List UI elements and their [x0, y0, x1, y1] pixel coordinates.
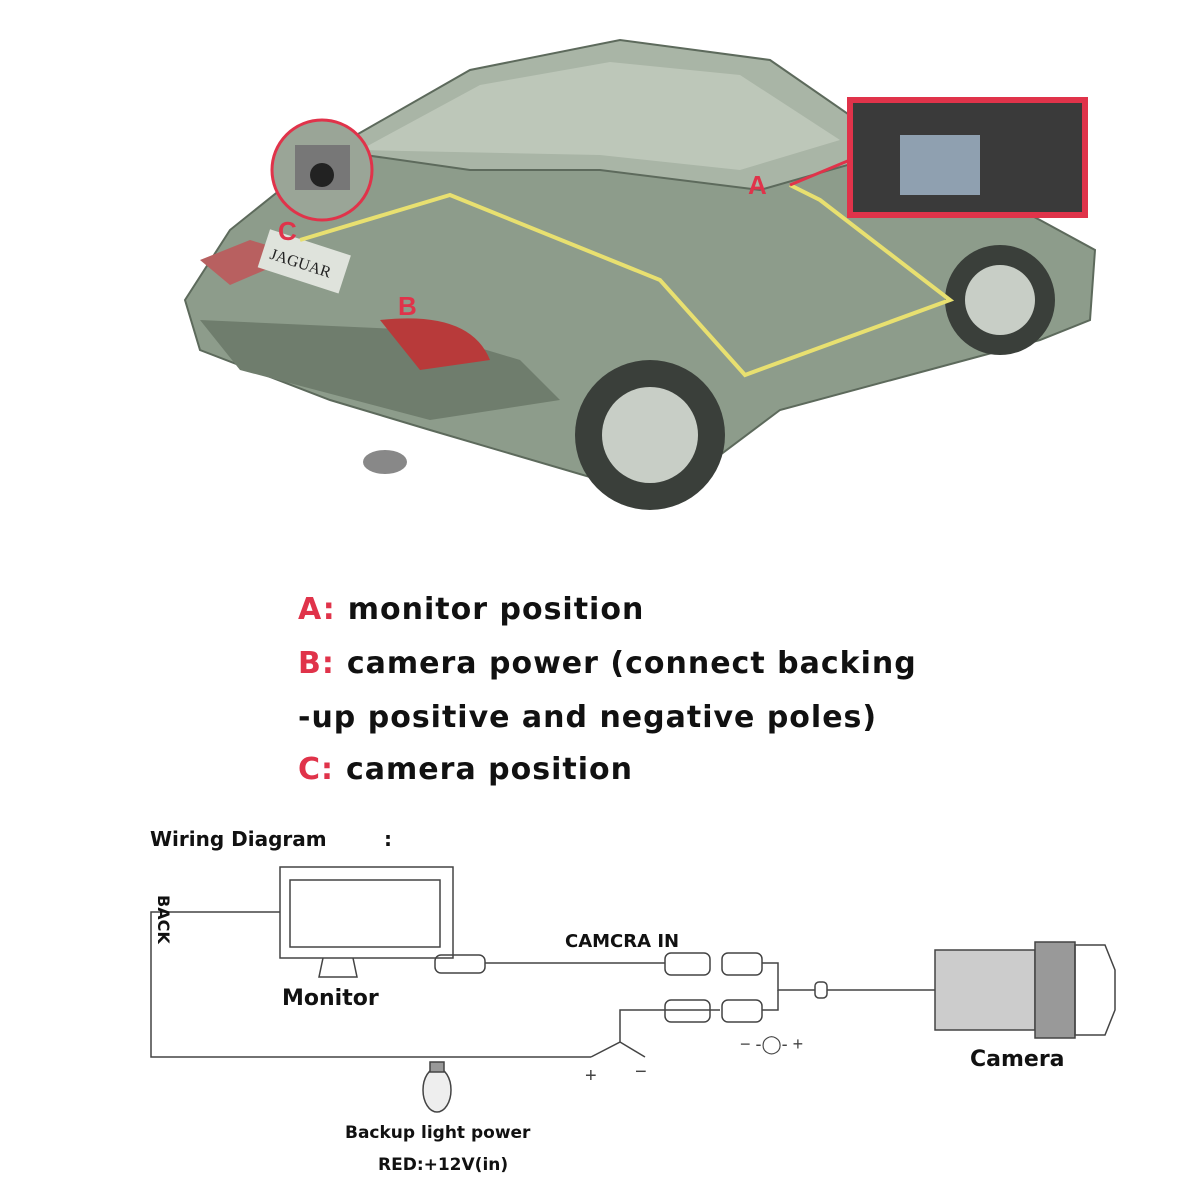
legend-key: B:: [298, 646, 335, 681]
camera-label: Camera: [970, 1047, 1065, 1072]
legend-item-b-cont: -up positive and negative poles): [298, 700, 877, 735]
marker-b: B: [398, 291, 417, 321]
backup-light-label: Backup light power: [345, 1123, 531, 1143]
legend-item-c: C: camera position: [298, 752, 633, 787]
camcra-in-label: CAMCRA IN: [565, 931, 679, 952]
monitor-label: Monitor: [282, 986, 379, 1011]
red-wire-label: RED:+12V(in): [378, 1155, 508, 1175]
marker-c: C: [278, 216, 297, 246]
legend-item-a: A: monitor position: [298, 592, 644, 627]
rca-connector: [664, 952, 711, 976]
legend-text: monitor position: [347, 592, 645, 627]
legend-text: camera position: [346, 752, 633, 787]
title-colon: :: [384, 827, 392, 851]
legend-key: A:: [298, 592, 336, 627]
legend-text: camera power (connect backing: [346, 646, 917, 681]
camera-icon: [934, 949, 1036, 1031]
dc-polarity-symbol: − -◯- +: [740, 1034, 803, 1055]
back-label: BACK: [154, 895, 173, 944]
bulb-icon: [422, 1061, 452, 1113]
back-wire: [150, 911, 591, 1058]
plus-sign: +: [585, 1065, 597, 1087]
legend-key: C:: [298, 752, 335, 787]
marker-a: A: [748, 170, 767, 200]
rca-plug: [434, 954, 486, 974]
wire-route: [299, 183, 955, 378]
legend-item-b: B: camera power (connect backing: [298, 646, 917, 681]
legend-text: -up positive and negative poles): [298, 700, 878, 735]
head-unit-callout: [789, 97, 1088, 218]
wiring-title: Wiring Diagram: [150, 827, 327, 851]
car-illustration: JAGUAR A B C: [183, 38, 1097, 510]
minus-sign: −: [635, 1061, 647, 1083]
wiring-diagram: [150, 866, 1116, 1113]
